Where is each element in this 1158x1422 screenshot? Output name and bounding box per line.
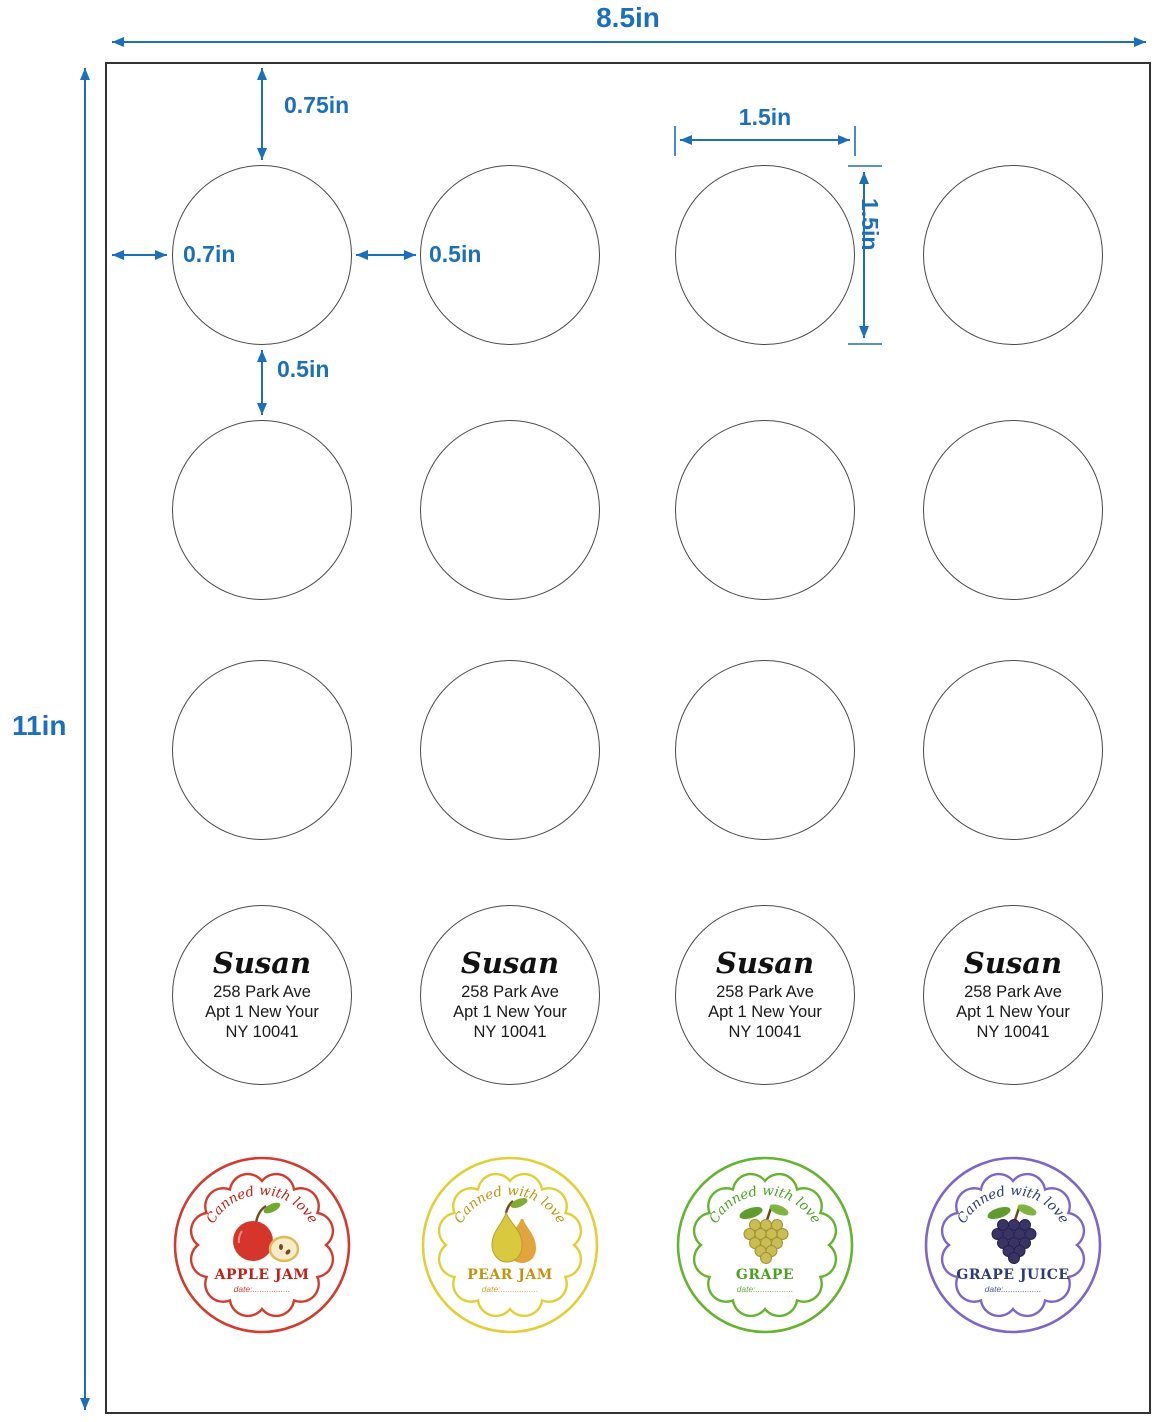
blank-label-circle [923,420,1103,600]
canning-label-art: Canned with love GRAPE date:............… [676,1156,854,1334]
apple-icon [233,1202,300,1263]
product-name: PEAR JAM [467,1267,553,1283]
canning-label-pear-jam: Canned with love PEAR JAM date:.........… [420,1155,600,1335]
blank-label-circle [420,660,600,840]
blank-label-circle [172,165,352,345]
left-margin-dimension: 0.7in [183,241,236,267]
address-line1: 258 Park Ave [964,982,1062,1001]
blank-label-circle [923,165,1103,345]
address-line2: Apt 1 New Your [453,1002,567,1021]
blank-label-circle [420,165,600,345]
sheet-height-dimension: 11in [12,710,67,741]
canning-label-art: Canned with love GRAPE JUICE date:......… [924,1156,1102,1334]
address-line3: NY 10041 [728,1022,802,1041]
address-line3: NY 10041 [976,1022,1050,1041]
label-width-dimension: 1.5in [738,104,792,130]
pear-icon [491,1197,536,1263]
canning-label-grape: Canned with love GRAPE date:............… [675,1155,855,1335]
blank-label-circle [923,660,1103,840]
address-line2: Apt 1 New Your [956,1002,1070,1021]
purple-grapes-icon [987,1204,1037,1264]
product-name: GRAPE [736,1267,794,1283]
blank-label-circle [675,165,855,345]
canning-label-apple-jam: Canned with love APPLE JAM date:........… [172,1155,352,1335]
address-line1: 258 Park Ave [461,982,559,1001]
product-name: GRAPE JUICE [956,1267,1069,1283]
green-grapes-icon [739,1204,789,1264]
sheet-width-dimension: 8.5in [596,2,660,33]
address-line1: 258 Park Ave [213,982,311,1001]
address-line2: Apt 1 New Your [205,1002,319,1021]
address-line1: 258 Park Ave [716,982,814,1001]
canning-label-art: Canned with love PEAR JAM date:.........… [421,1156,599,1334]
address-name: Susan [715,946,815,981]
top-margin-dimension: 0.75in [284,92,350,118]
address-name: Susan [963,946,1063,981]
horizontal-gap-dimension: 0.5in [429,241,482,267]
address-line3: NY 10041 [225,1022,299,1041]
address-line2: Apt 1 New Your [708,1002,822,1021]
address-label: Susan 258 Park Ave Apt 1 New Your NY 100… [172,905,352,1085]
address-line3: NY 10041 [473,1022,547,1041]
canning-label-art: Canned with love APPLE JAM date:........… [173,1156,351,1334]
address-name: Susan [212,946,312,981]
vertical-gap-dimension: 0.5in [277,356,330,382]
blank-label-circle [172,660,352,840]
address-label: Susan 258 Park Ave Apt 1 New Your NY 100… [675,905,855,1085]
canning-label-grape-juice: Canned with love GRAPE JUICE date:......… [923,1155,1103,1335]
date-line: date:................ [482,1284,539,1294]
address-label: Susan 258 Park Ave Apt 1 New Your NY 100… [923,905,1103,1085]
product-name: APPLE JAM [214,1267,310,1283]
date-line: date:................ [737,1284,794,1294]
date-line: date:................ [985,1284,1042,1294]
address-label: Susan 258 Park Ave Apt 1 New Your NY 100… [420,905,600,1085]
label-height-dimension: 1.5in [857,198,883,251]
address-name: Susan [460,946,560,981]
date-line: date:................ [234,1284,291,1294]
blank-label-circle [420,420,600,600]
blank-label-circle [172,420,352,600]
blank-label-circle [675,420,855,600]
blank-label-circle [675,660,855,840]
